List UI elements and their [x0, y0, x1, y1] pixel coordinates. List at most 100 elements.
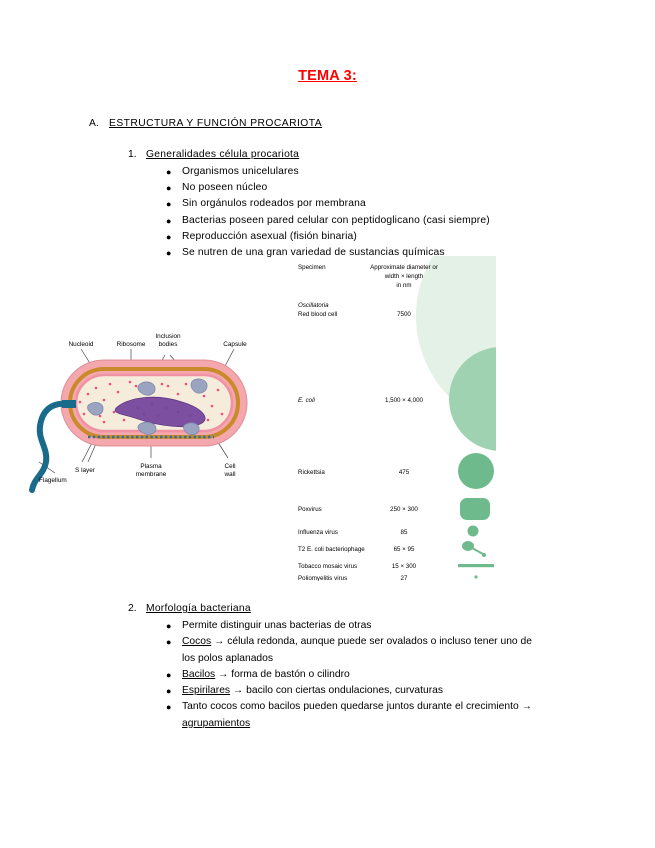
shape-poxvirus	[460, 498, 490, 520]
shape-oscillatoria	[416, 256, 496, 426]
row-specimen-value: 1,500 × 4,000	[385, 397, 424, 404]
topic-2-title: Morfología bacteriana	[146, 603, 251, 614]
bullet-term: agrupamientos	[182, 717, 251, 729]
list-item: ● Permite distinguir unas bacterias de ot…	[160, 618, 532, 634]
bullet-text: Permite distinguir unas bacterias de otr…	[182, 620, 372, 631]
topic-1-number: 1.	[128, 149, 137, 160]
specimen-size-table: Specimen Approximate diameter or width ×…	[296, 256, 596, 581]
label-capsule: Capsule	[223, 341, 247, 348]
bullet-term: Bacilos	[182, 668, 216, 680]
section-a-marker: A.	[89, 118, 99, 129]
row-specimen-value: 7500	[397, 311, 411, 318]
topic-2-number: 2.	[128, 603, 137, 614]
bullet-text: Organismos unicelulares	[182, 166, 299, 177]
label-cell-wall-line2: wall	[223, 471, 235, 478]
bullet-text: No poseen núcleo	[182, 182, 268, 194]
topic-1-title: Generalidades célula procariota	[146, 149, 300, 160]
bullet-term: Cocos	[182, 636, 212, 648]
topic-2-bullets: ● Permite distinguir unas bacterias de ot…	[160, 618, 532, 732]
list-item: ● No poseen núcleo	[160, 180, 610, 196]
row-specimen-value: 27	[401, 575, 408, 581]
bullet-text: Se nutren de una gran variedad de sustan…	[182, 247, 445, 259]
row-specimen-value: 475	[399, 469, 410, 476]
list-item: ● Se nutren de una gran variedad de susta…	[160, 245, 610, 261]
list-item: ● Organismos unicelulares	[160, 164, 610, 180]
bullet-text: Tanto cocos como bacilos pueden quedarse…	[182, 701, 519, 713]
table-header-specimen: Specimen	[298, 264, 326, 271]
inclusion-bodies	[87, 378, 208, 436]
bullet-text: bacilo con ciertas ondulaciones, curvatu…	[246, 685, 444, 697]
list-item: ● Bacilos → forma de bastón o cilindro	[160, 667, 532, 683]
row-specimen-name: Tobacco mosaic virus	[298, 563, 357, 570]
table-header-measure-line3: in nm	[396, 282, 411, 289]
shape-poliovirus	[474, 575, 478, 579]
shape-influenza	[467, 525, 479, 537]
bullet-icon: ●	[166, 669, 172, 680]
flagellum-structure	[29, 400, 71, 493]
row-specimen-name: Rickettsia	[298, 469, 325, 476]
table-header-measure-line1: Approximate diameter or	[370, 264, 438, 271]
label-plasma-membrane-line2: membrane	[136, 471, 167, 478]
bullet-arrow: →	[521, 701, 532, 713]
bullet-text: Sin orgánulos rodeados por membrana	[182, 198, 366, 210]
label-inclusion-bodies-line1: Inclusion	[155, 333, 181, 340]
label-flagellum: Flagellum	[39, 477, 67, 484]
label-s-layer: S layer	[75, 467, 96, 474]
list-item: ● Sin orgánulos rodeados por membrana	[160, 196, 610, 212]
row-specimen-value: 250 × 300	[390, 506, 418, 513]
label-nucleoid: Nucleoid	[69, 341, 94, 348]
label-plasma-membrane-line1: Plasma	[140, 463, 162, 470]
row-specimen-name: Influenza virus	[298, 529, 338, 536]
shape-tmv	[458, 564, 494, 568]
row-specimen-name: Poliomyelitis virus	[298, 575, 347, 581]
label-inclusion-bodies-line2: bodies	[159, 341, 178, 348]
nucleoid-region	[114, 396, 206, 428]
shape-rickettsia	[458, 453, 494, 489]
bullet-icon: ●	[166, 686, 172, 697]
row-specimen-value: 85	[401, 529, 408, 536]
bullet-icon: ●	[166, 231, 172, 242]
bullet-icon: ●	[166, 183, 172, 194]
row-specimen-name: Oscillatoria	[298, 302, 329, 309]
row-specimen-value: 15 × 300	[392, 563, 417, 570]
list-item: ● Tanto cocos como bacilos pueden quedars…	[160, 699, 532, 732]
bullet-text: Reproducción asexual (fisión binaria)	[182, 230, 357, 242]
bullet-icon: ●	[166, 702, 172, 713]
list-item: ●Bacterias poseen pared celular con pept…	[160, 213, 610, 229]
list-item: ● Reproducción asexual (fisión binaria)	[160, 229, 610, 245]
bullet-text: célula redonda, aunque puede ser ovalado…	[182, 636, 532, 664]
row-specimen-name: Poxvirus	[298, 506, 322, 513]
bullet-icon: ●	[166, 248, 172, 259]
bullet-icon: ●	[166, 637, 172, 648]
row-specimen-name: Red blood cell	[298, 311, 337, 318]
shape-ecoli	[449, 347, 496, 451]
topic-1-heading: 1. Generalidades célula procariota	[128, 149, 608, 160]
bullet-icon: ●	[166, 199, 172, 210]
topic-1-bullets: ● Organismos unicelulares ● No poseen núcl…	[160, 164, 610, 261]
bullet-icon: ●	[166, 167, 172, 177]
scale-shapes	[416, 256, 496, 579]
topic-2-heading: 2. Morfología bacteriana	[128, 603, 608, 614]
bullet-arrow: →	[232, 685, 244, 697]
bullet-text: Bacterias poseen pared celular con pepti…	[182, 214, 490, 226]
shape-bacteriophage	[462, 541, 486, 557]
list-item: ● Cocos → célula redonda, aunque puede se…	[160, 634, 532, 667]
section-a-heading: A. ESTRUCTURA Y FUNCIÓN PROCARIOTA	[89, 118, 609, 129]
row-specimen-name: E. coli	[298, 397, 315, 404]
bullet-arrow: →	[218, 668, 229, 680]
bullet-arrow: →	[214, 636, 225, 648]
page-title: TEMA 3:	[298, 68, 357, 84]
bullet-text: forma de bastón o cilindro	[231, 668, 350, 680]
flagellum-base	[62, 400, 76, 408]
bullet-term: Espirilares	[182, 685, 231, 697]
section-a-title: ESTRUCTURA Y FUNCIÓN PROCARIOTA	[109, 118, 323, 129]
prokaryotic-cell-diagram: Nucleoid Ribosome Inclusion bodies Capsu…	[18, 322, 296, 512]
row-specimen-name: T2 E. coli bacteriophage	[298, 546, 365, 553]
row-specimen-value: 65 × 95	[394, 546, 415, 553]
bullet-icon: ●	[166, 621, 172, 631]
table-header-measure-line2: width × length	[384, 273, 424, 280]
list-item: ● Espirilares → bacilo con ciertas ondula…	[160, 683, 532, 699]
label-cell-wall-line1: Cell	[224, 463, 235, 470]
label-ribosome: Ribosome	[117, 341, 146, 348]
